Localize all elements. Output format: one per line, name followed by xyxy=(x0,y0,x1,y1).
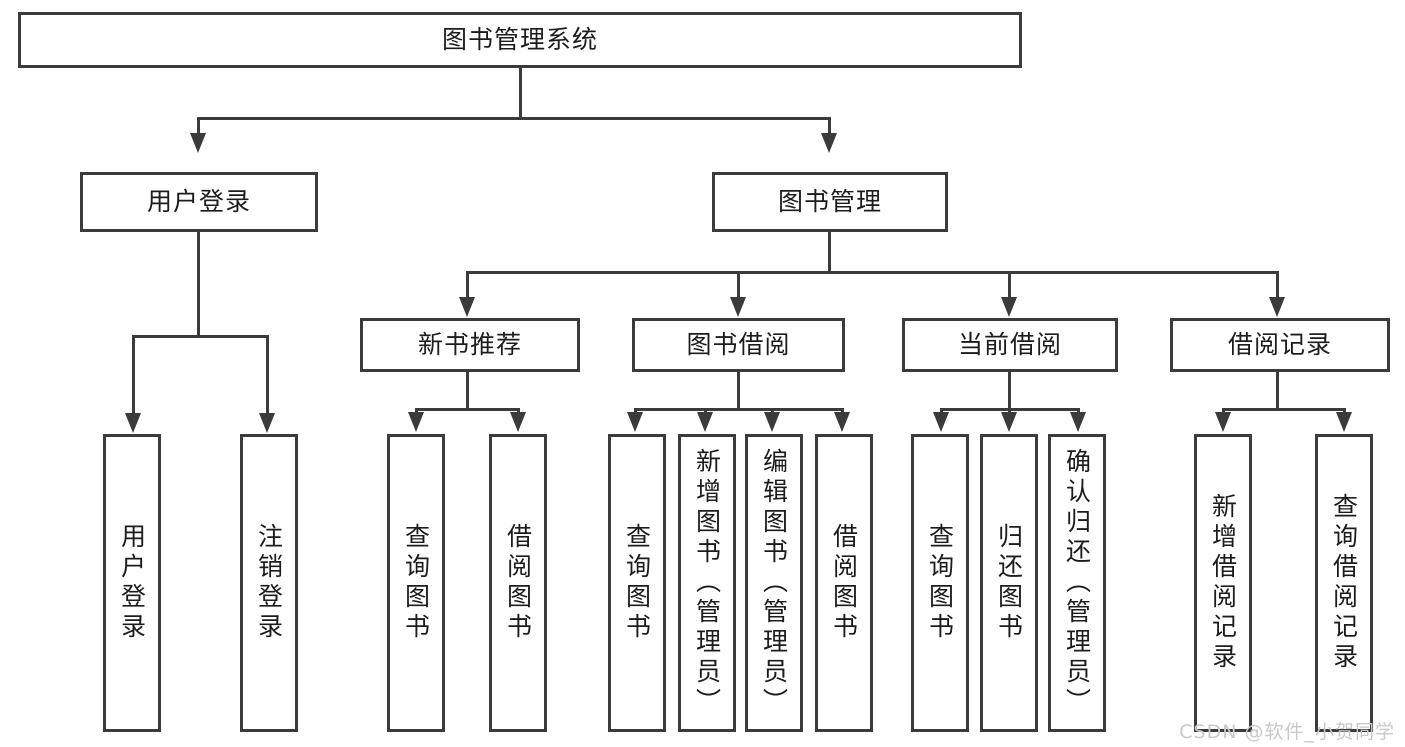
leaf-borrow-book-bb[interactable]: 借阅图书 xyxy=(815,434,873,732)
connector-book-management-stem xyxy=(828,232,831,271)
leaf-query-borrow-record[interactable]: 查询借阅记录 xyxy=(1315,434,1373,732)
arrow-to-leaf-borrow-book-2 xyxy=(834,412,850,432)
node-label: 编辑图书（管理员） xyxy=(759,448,789,718)
node-label: 图书管理 xyxy=(777,187,882,217)
arrow-to-book-management xyxy=(821,133,837,153)
node-root-book-management-system[interactable]: 图书管理系统 xyxy=(18,12,1022,68)
connector-level1-drop-right xyxy=(828,117,831,135)
arrow-to-leaf-query-record xyxy=(1336,412,1352,432)
node-label: 图书借阅 xyxy=(686,330,791,360)
connector-root-stem xyxy=(519,68,522,117)
connector-bm-drop-1 xyxy=(466,271,469,299)
leaf-borrow-book-nbr[interactable]: 借阅图书 xyxy=(489,434,547,732)
leaf-logout[interactable]: 注销登录 xyxy=(240,434,298,732)
connector-bb-stem xyxy=(737,372,740,408)
node-label: 查询图书 xyxy=(401,523,431,643)
arrow-to-leaf-borrow-book-1 xyxy=(510,412,526,432)
leaf-add-book-admin[interactable]: 新增图书（管理员） xyxy=(678,434,736,732)
node-label: 归还图书 xyxy=(994,523,1024,643)
arrow-to-borrow-record xyxy=(1269,297,1285,317)
node-label: 查询图书 xyxy=(622,523,652,643)
csdn-watermark: CSDN @软件_小贺同学 xyxy=(1179,721,1395,743)
connector-bm-drop-2 xyxy=(737,271,740,299)
node-label: 新增借阅记录 xyxy=(1208,493,1238,673)
node-book-management[interactable]: 图书管理 xyxy=(712,172,948,232)
arrow-to-current-borrow xyxy=(1001,297,1017,317)
connector-user-login-stem xyxy=(197,232,200,335)
arrow-to-leaf-add-record xyxy=(1215,412,1231,432)
connector-br-stem xyxy=(1276,372,1279,408)
connector-user-login-bus xyxy=(132,335,269,338)
arrow-to-leaf-user-login xyxy=(125,413,141,433)
connector-br-bus xyxy=(1222,408,1346,411)
arrow-to-book-borrow xyxy=(730,297,746,317)
node-new-book-recommend[interactable]: 新书推荐 xyxy=(360,318,580,372)
node-label: 确认归还（管理员） xyxy=(1062,448,1092,718)
node-user-login[interactable]: 用户登录 xyxy=(80,172,318,232)
node-book-borrow[interactable]: 图书借阅 xyxy=(632,318,845,372)
node-label: 注销登录 xyxy=(254,523,284,643)
leaf-edit-book-admin[interactable]: 编辑图书（管理员） xyxy=(745,434,803,732)
node-current-borrow[interactable]: 当前借阅 xyxy=(902,318,1118,372)
arrow-to-leaf-query-book-1 xyxy=(408,412,424,432)
arrow-to-leaf-return-book xyxy=(1001,412,1017,432)
node-label: 新书推荐 xyxy=(417,330,522,360)
connector-level1-bus xyxy=(197,117,831,120)
node-label: 用户登录 xyxy=(117,523,147,643)
arrow-to-new-book-recommend xyxy=(459,297,475,317)
connector-cb-stem xyxy=(1008,372,1011,408)
arrow-to-leaf-confirm-return xyxy=(1070,412,1086,432)
node-label: 借阅图书 xyxy=(829,523,859,643)
node-label: 查询图书 xyxy=(925,523,955,643)
leaf-confirm-return-admin[interactable]: 确认归还（管理员） xyxy=(1048,434,1106,732)
node-label: 当前借阅 xyxy=(957,330,1062,360)
leaf-user-login[interactable]: 用户登录 xyxy=(103,434,161,732)
leaf-return-book[interactable]: 归还图书 xyxy=(980,434,1038,732)
leaf-add-borrow-record[interactable]: 新增借阅记录 xyxy=(1194,434,1252,732)
connector-book-management-bus xyxy=(466,271,1278,274)
connector-nbr-stem xyxy=(466,372,469,408)
connector-user-login-drop-1 xyxy=(132,335,135,415)
connector-bm-drop-4 xyxy=(1276,271,1279,299)
node-label: 借阅图书 xyxy=(503,523,533,643)
connector-bm-drop-3 xyxy=(1008,271,1011,299)
arrow-to-leaf-logout xyxy=(259,413,275,433)
node-label: 查询借阅记录 xyxy=(1329,493,1359,673)
connector-level1-drop-left xyxy=(197,117,200,135)
node-label: 用户登录 xyxy=(146,187,251,217)
arrow-to-leaf-query-book-2 xyxy=(627,412,643,432)
connector-nbr-bus xyxy=(415,408,520,411)
node-label: 新增图书（管理员） xyxy=(692,448,722,718)
connector-bb-bus xyxy=(634,408,843,411)
arrow-to-leaf-query-book-3 xyxy=(933,412,949,432)
arrow-to-leaf-edit-book xyxy=(764,412,780,432)
leaf-query-book-nbr[interactable]: 查询图书 xyxy=(387,434,445,732)
node-borrow-record[interactable]: 借阅记录 xyxy=(1170,318,1390,372)
connector-user-login-drop-2 xyxy=(266,335,269,415)
node-label: 借阅记录 xyxy=(1227,330,1332,360)
arrow-to-user-login xyxy=(190,133,206,153)
arrow-to-leaf-add-book xyxy=(697,412,713,432)
node-label: 图书管理系统 xyxy=(441,25,598,55)
leaf-query-book-bb[interactable]: 查询图书 xyxy=(608,434,666,732)
leaf-query-book-cb[interactable]: 查询图书 xyxy=(911,434,969,732)
